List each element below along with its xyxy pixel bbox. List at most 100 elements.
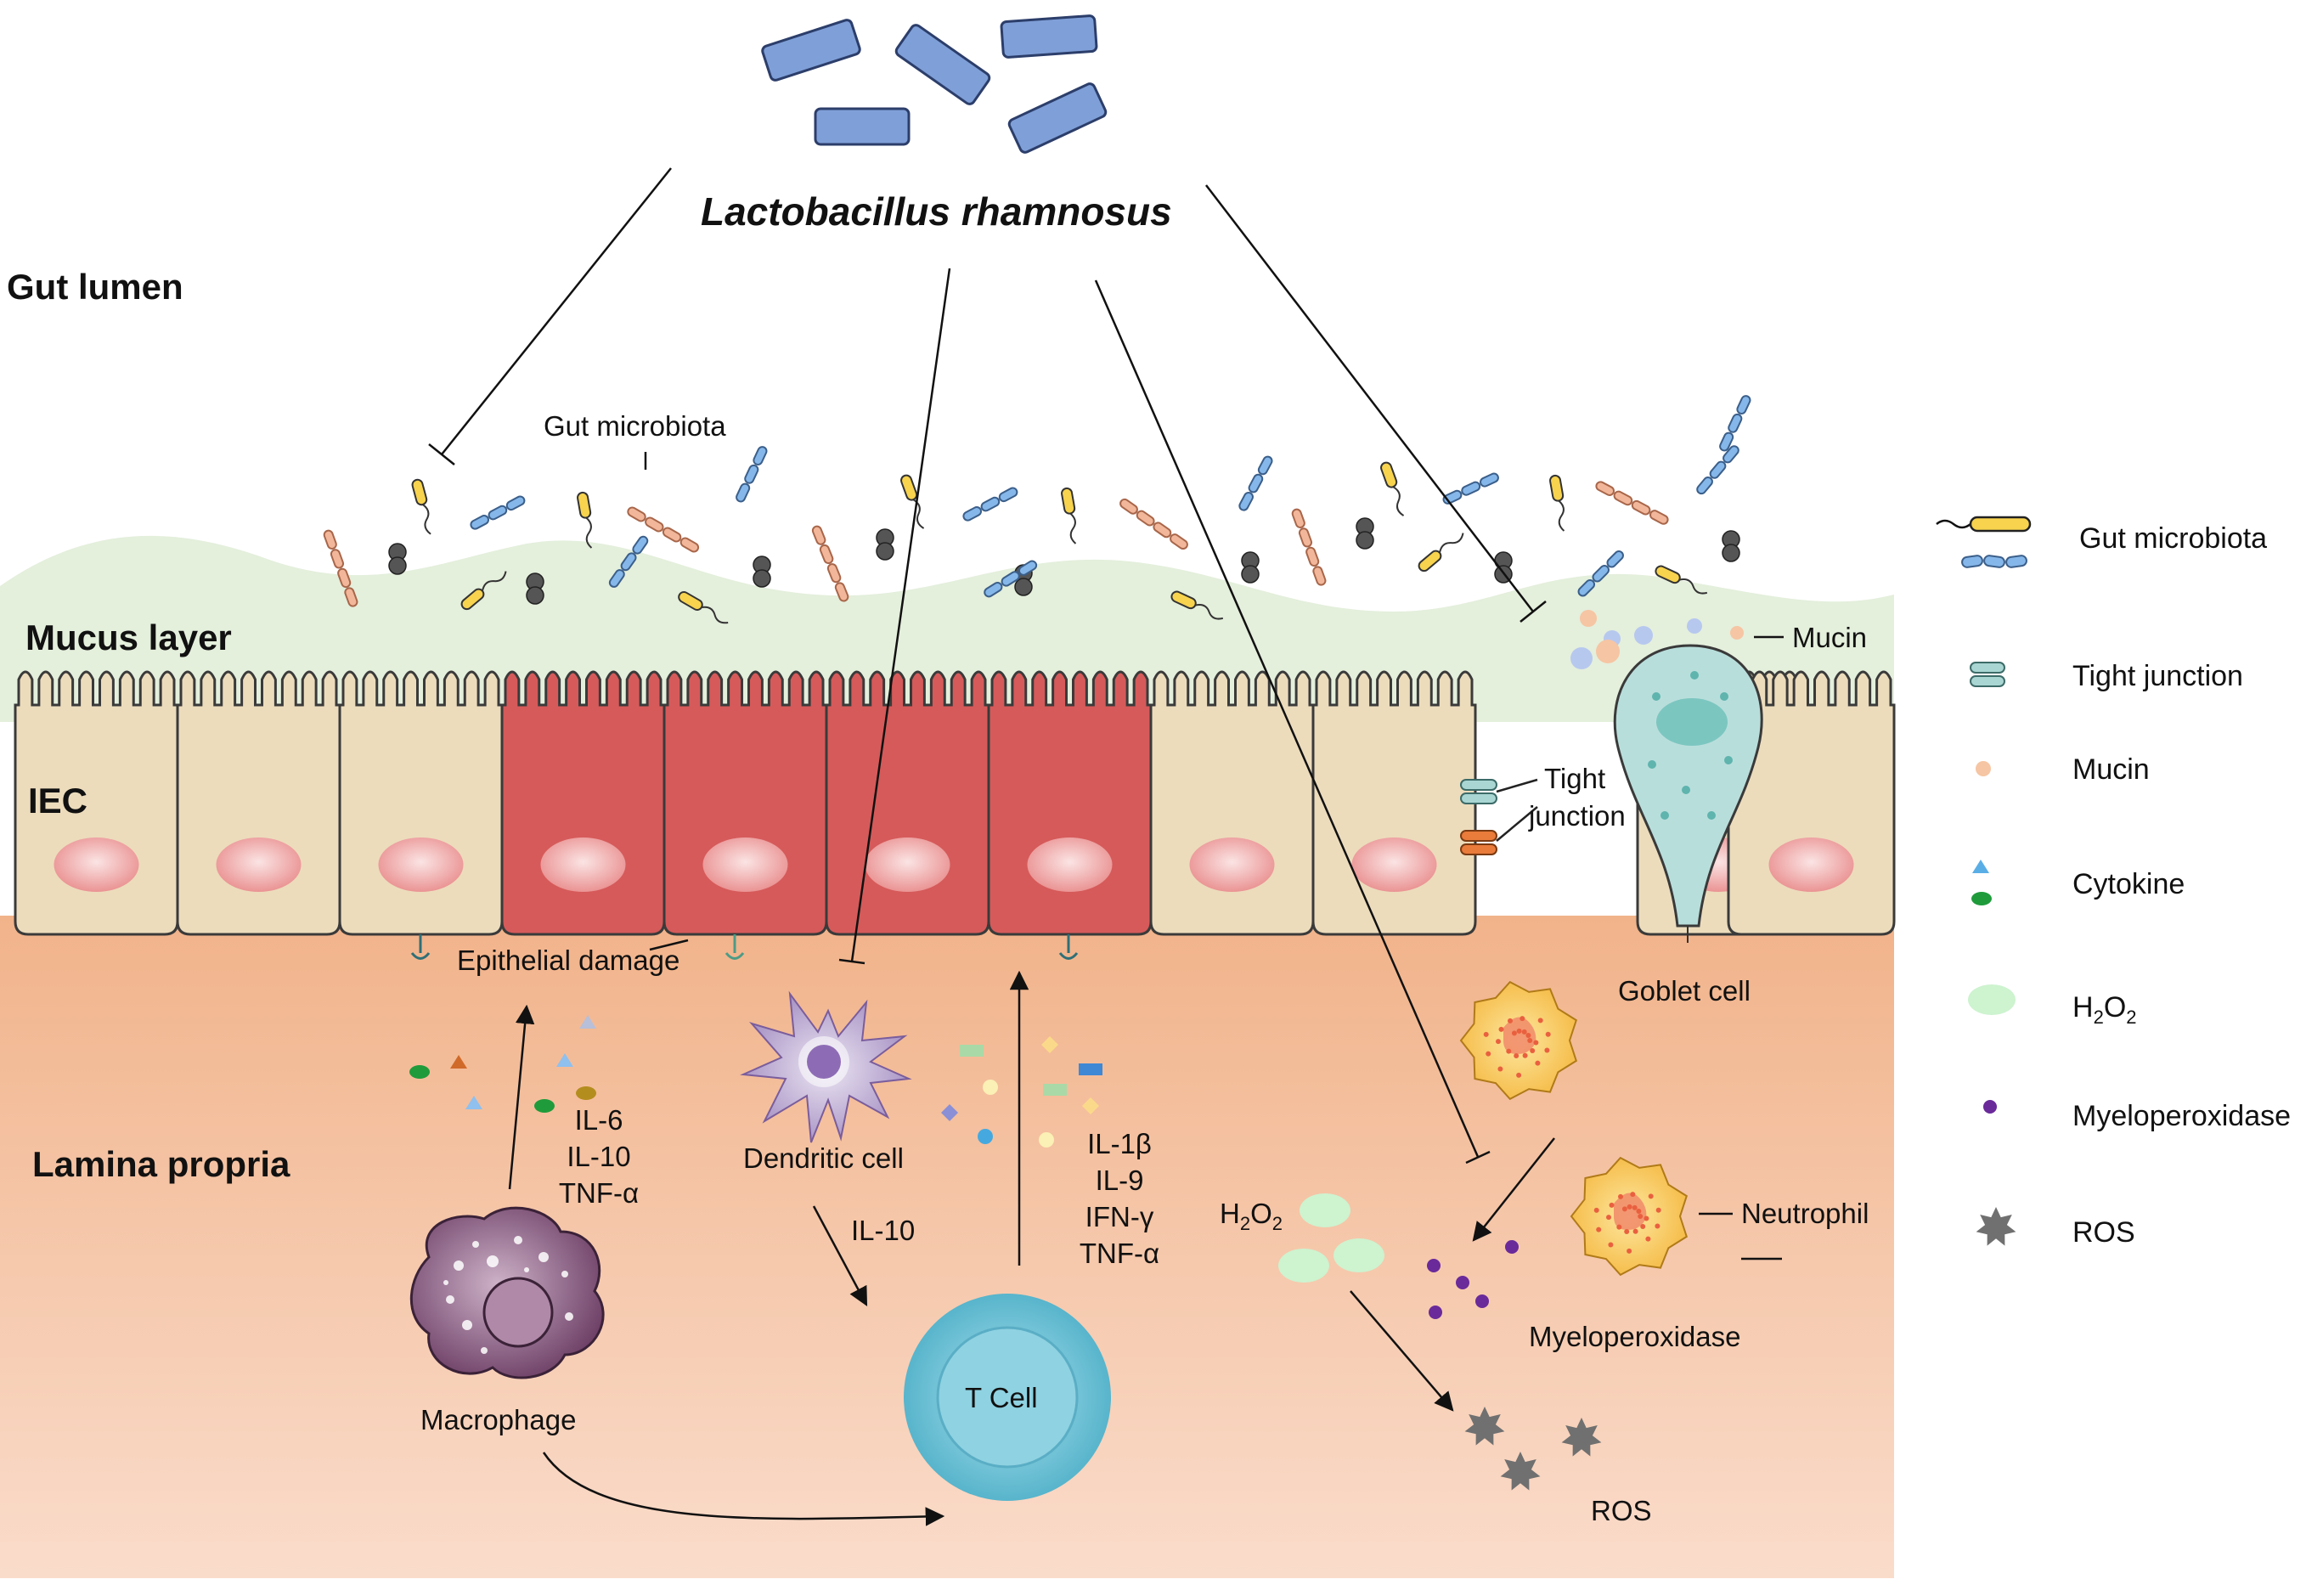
legend-label: Gut microbiota [2079, 522, 2267, 555]
label-epithelial-damage: Epithelial damage [457, 945, 679, 976]
dendritic-cell [740, 990, 912, 1143]
zone-mucus-layer: Mucus layer [25, 618, 232, 657]
cell-nucleus [378, 837, 464, 892]
cell-nucleus [1768, 837, 1854, 892]
flagellated-bacterium [577, 491, 593, 549]
bacteria-chain [323, 529, 358, 607]
t-cell [904, 1294, 1111, 1501]
cytokine-particles-macrophage [409, 1015, 596, 1113]
ros-star-icon [1976, 1207, 2016, 1246]
h2o2-clouds [1278, 1193, 1384, 1283]
bacteria-chain [1238, 455, 1273, 511]
label-goblet-cell: Goblet cell [1618, 975, 1751, 1007]
cocci-bacterium [526, 572, 544, 605]
label-mucin: Mucin [1792, 622, 1867, 653]
label-gut-microbiota: Gut microbiota [544, 410, 726, 442]
cocci-bacterium [753, 555, 771, 588]
bacteria-chain [1595, 481, 1669, 525]
macrophage-cytokine-label: TNF-α [559, 1177, 639, 1209]
ros-star-icon [1976, 1207, 2016, 1246]
macrophage [409, 1206, 605, 1379]
label-ros: ROS [1591, 1495, 1652, 1526]
zone-iec: IEC [28, 781, 87, 821]
cell-nucleus [216, 837, 302, 892]
macrophage-cytokine-label: IL-10 [567, 1141, 630, 1172]
ros-star-icon [1464, 1407, 1505, 1446]
legend-label: Tight junction [2072, 660, 2243, 692]
ros-stars [1464, 1407, 1602, 1491]
bacteria-chain [811, 525, 849, 602]
zone-lamina-propria: Lamina propria [32, 1144, 290, 1184]
cell-nucleus [1351, 837, 1437, 892]
tcell-cytokine-label: TNF-α [1080, 1238, 1159, 1269]
bacteria-chain [1291, 508, 1327, 586]
mucin-dots [1570, 610, 1744, 669]
tcell-cytokine-label: IL-9 [1096, 1165, 1144, 1196]
legend-tight-junction: Tight junction [1970, 660, 2243, 692]
legend-gut-microbiota: Gut microbiota [1936, 516, 2267, 568]
label-connectors [644, 452, 1784, 1260]
neutrophil-cell [1570, 1156, 1688, 1277]
legend-h2o2: H2O2 [1968, 984, 2137, 1028]
tcell-cytokine-label: IL-1β [1087, 1128, 1152, 1159]
label-junction: junction [1528, 800, 1626, 832]
probiotic-title: Lactobacillus rhamnosus [701, 189, 1172, 234]
neutrophils [1459, 980, 1688, 1277]
flagellated-bacterium [678, 591, 729, 624]
epithelial-cell [338, 670, 504, 936]
cell-nucleus [54, 837, 139, 892]
cocci-bacterium [1494, 551, 1513, 584]
cell-nucleus [702, 837, 788, 892]
legend-label: ROS [2072, 1216, 2135, 1249]
flagellated-bacterium [1380, 461, 1405, 516]
epithelial-cell [14, 670, 179, 936]
legend-mucin: Mucin [1976, 753, 2150, 786]
tcell-cytokine-label: IFN-γ [1085, 1201, 1154, 1232]
flagellated-bacterium [411, 478, 431, 535]
h2o2-sub2: 2 [1272, 1213, 1283, 1234]
flagellated-bacterium [460, 571, 507, 611]
bacteria-icon [1936, 516, 2032, 568]
damaged-epithelial-cell [825, 670, 990, 936]
cell-nucleus [540, 837, 626, 892]
cocci-bacterium [1722, 530, 1740, 562]
ros-star-icon [1561, 1418, 1602, 1457]
mucin-dot-icon [1976, 761, 1991, 776]
bacteria-chain [1442, 472, 1499, 505]
h2o2-sub1: 2 [1240, 1213, 1250, 1234]
receptors [410, 934, 1079, 960]
tight-junction-icon [1970, 662, 2005, 687]
epithelial-cell [176, 670, 341, 936]
label-il10-dc: IL-10 [851, 1215, 915, 1246]
label-t-cell: T Cell [965, 1382, 1038, 1413]
flagellated-bacterium [1418, 533, 1464, 572]
myeloperoxidase-dots [1427, 1240, 1519, 1319]
cocci-bacterium [1356, 517, 1374, 550]
inhibition-lines [428, 167, 1547, 1165]
flagellated-bacterium [1061, 487, 1077, 544]
legend-label: Cytokine [2072, 868, 2185, 900]
label-dendritic-cell: Dendritic cell [743, 1142, 904, 1174]
cocci-bacterium [1241, 551, 1260, 584]
legend-label: Mucin [2072, 753, 2150, 786]
damaged-epithelial-cell [987, 670, 1153, 936]
bacteria-chain [736, 446, 768, 503]
epithelial-cell [1311, 670, 1477, 936]
neutrophil-cell [1459, 980, 1577, 1101]
bacteria-chain [1119, 498, 1188, 550]
bacteria-chain [1696, 445, 1739, 495]
legend-cytokine: Cytokine [1971, 860, 2185, 905]
h2o2-h: H [1220, 1198, 1240, 1229]
mpo-dot-icon [1983, 1100, 1997, 1114]
bacteria-chain [1577, 550, 1624, 597]
label-neutrophil: Neutrophil [1741, 1198, 1869, 1229]
cell-nucleus [1189, 837, 1275, 892]
bacteria-chain [627, 506, 700, 553]
epithelial-cell [1149, 670, 1315, 936]
flagellated-bacterium [1170, 590, 1224, 620]
bacteria-chain [470, 495, 526, 530]
